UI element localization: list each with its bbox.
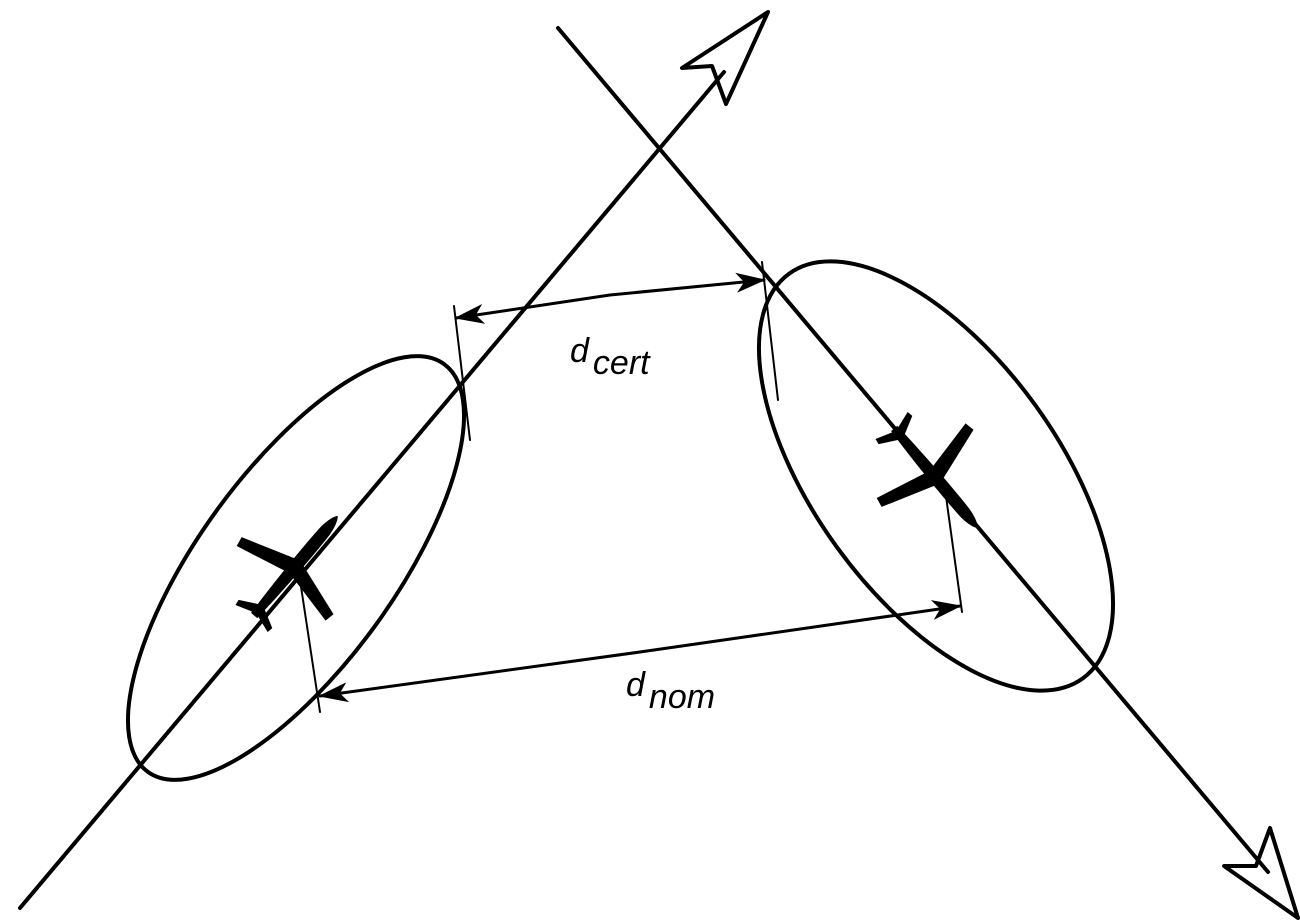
track-line-left [18,70,726,910]
airplane-icon-left [205,477,384,658]
d-cert-label-subscript: cert [593,344,651,382]
d-nom-label-subscript: nom [649,678,715,716]
nom-extension-line-right [943,481,963,613]
d-cert-dimension-arrow [608,272,766,297]
d-nom-dimension-arrow [638,600,962,654]
d-nom-dimension-arrow-back [318,650,642,703]
track-arrowhead-right [1222,826,1300,920]
nom-extension-line-left [299,579,321,713]
uncertainty-ellipse-left [125,354,467,782]
track-arrowhead-left [680,10,770,106]
uncertainty-ellipse-right [756,259,1116,693]
cert-extension-line-left [453,305,471,441]
d-nom-label-main: d [626,666,646,704]
d-cert-label-main: d [570,332,590,370]
d-cert-dimension-arrow-back [454,293,612,324]
airplane-icon-right [845,386,1024,567]
